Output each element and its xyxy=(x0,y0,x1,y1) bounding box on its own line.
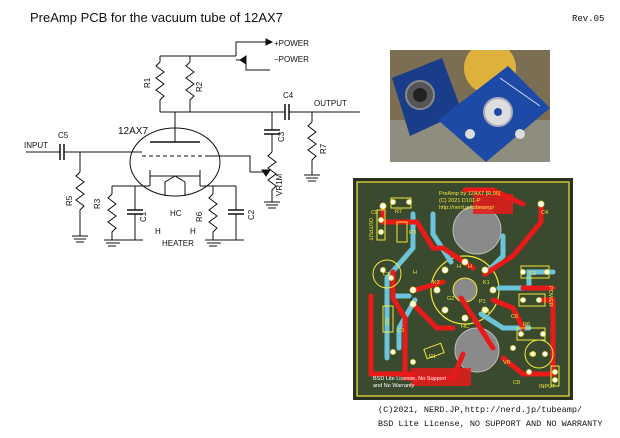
heater-label: HEATER xyxy=(162,239,194,248)
pcb-label-c4: C4 xyxy=(541,210,548,216)
pcb-silk-footer-2: and No Warranty xyxy=(373,383,415,389)
c4-label: C4 xyxy=(283,91,294,100)
pcb-label-p1: P1 xyxy=(479,299,486,305)
r3-label: R3 xyxy=(93,198,102,209)
power-plus-arrow xyxy=(265,38,274,46)
r3-resistor xyxy=(107,193,117,240)
pcb-layout: PreAmp by 12AX7 [R.05] (C) 2021 D101-P h… xyxy=(353,178,573,400)
r6-resistor xyxy=(208,193,218,240)
pcb-silk-footer-1: BSD Lite License, No Support xyxy=(373,376,447,382)
pcb-label-power: POWER xyxy=(547,286,553,307)
h-right-label: H xyxy=(190,227,196,236)
pcb-label-h-b: H xyxy=(468,264,472,270)
pcb-label-h-a: H xyxy=(457,264,461,270)
input-label: INPUT xyxy=(24,141,48,150)
power-plus-label: +POWER xyxy=(274,39,309,48)
r1-resistor xyxy=(155,61,165,112)
power-plus-wire xyxy=(235,41,270,56)
pcb-label-r7: R7 xyxy=(395,209,402,215)
output-label: OUTPUT xyxy=(314,99,347,108)
c3-label: C3 xyxy=(277,131,286,142)
r1-label: R1 xyxy=(143,77,152,88)
pcb-label-r5: R5 xyxy=(383,318,389,325)
tube-envelope xyxy=(129,127,221,197)
pcb-label-g1: G1 xyxy=(483,309,490,315)
pcb-label-c2: C2 xyxy=(529,352,536,358)
schematic-diagram: +POWER −POWER OUTPUT INPUT 12AX7 HEATER … xyxy=(24,38,360,248)
pcb-label-output: OUTPUT xyxy=(367,218,373,241)
tube-socket-center xyxy=(452,277,478,303)
power-minus-arrow xyxy=(239,55,247,65)
pcb-input-box xyxy=(550,365,560,387)
vr1m-label: VR1M xyxy=(275,173,284,196)
h-left-label: H xyxy=(155,227,161,236)
pcb-label-hc: HC xyxy=(461,324,469,330)
pcb-r1-box xyxy=(423,342,445,360)
bottom-traces xyxy=(384,211,556,361)
pcb-silk-title-2: (C) 2021 D101-P xyxy=(439,198,481,204)
r5-resistor xyxy=(75,171,85,236)
page-title: PreAmp PCB for the vacuum tube of 12AX7 xyxy=(30,10,283,25)
pcb-r5-box xyxy=(382,305,394,333)
power-minus-wire xyxy=(236,59,270,71)
pcb-c2-circle xyxy=(524,339,554,369)
pcb-label-c6: C6 xyxy=(511,314,518,320)
pcb-pads xyxy=(378,199,558,383)
pcb-label-input: INPUT xyxy=(539,384,556,390)
silkscreen-components xyxy=(372,197,560,387)
r2-resistor xyxy=(185,61,195,112)
pcb-label-k1: K1 xyxy=(483,280,490,286)
pcb-label-k2: K2 xyxy=(433,280,440,286)
pcb-c1-circle xyxy=(372,259,402,289)
tube-label: 12AX7 xyxy=(118,126,148,137)
pcb-label-r2: R2 xyxy=(529,271,536,277)
pcb-label-c5: C5 xyxy=(371,210,378,216)
pcb-label-c1: C1 xyxy=(383,272,390,278)
pcb-label-r3: R3 xyxy=(409,230,416,236)
tube-heater xyxy=(164,175,186,196)
r2-label: R2 xyxy=(195,81,204,92)
vr1m-resistor xyxy=(267,151,277,202)
pcb-label-c3: C3 xyxy=(397,328,404,334)
credit-line-1: (C)2021, NERD.JP,http://nerd.jp/tubeamp/ xyxy=(378,405,583,415)
pcb-label-r6: R6 xyxy=(523,322,530,328)
c1-label: C1 xyxy=(139,211,148,222)
revision-label: Rev.05 xyxy=(572,14,605,24)
pcb-silk-title-3: http://nerd.jp/tubeamp/ xyxy=(439,205,495,211)
c2-label: C2 xyxy=(247,209,256,220)
hc-label: HC xyxy=(170,209,182,218)
r6-label: R6 xyxy=(195,211,204,222)
pcb-label-r1: R1 xyxy=(429,354,436,360)
pcb-photo xyxy=(390,50,550,162)
pcb-label-g2: G2 xyxy=(447,296,454,302)
pcb-output-box xyxy=(376,209,386,241)
r5-label: R5 xyxy=(65,195,74,206)
r7-resistor xyxy=(307,121,317,175)
pcb-power-box xyxy=(518,293,546,307)
c5-label: C5 xyxy=(58,131,69,140)
pcb-label-vr: VR xyxy=(503,360,511,366)
pcb-label-h-c: H xyxy=(413,270,417,276)
pcb-r3-box xyxy=(396,221,408,243)
r7-label: R7 xyxy=(319,143,328,154)
pcb-silk-title-1: PreAmp by 12AX7 [R.05] xyxy=(439,191,501,197)
tube-cathode xyxy=(149,170,201,177)
power-minus-label: −POWER xyxy=(274,55,309,64)
pcb-label-c8: C8 xyxy=(513,380,520,386)
credit-line-2: BSD Lite License, NO SUPPORT AND NO WARR… xyxy=(378,419,603,429)
